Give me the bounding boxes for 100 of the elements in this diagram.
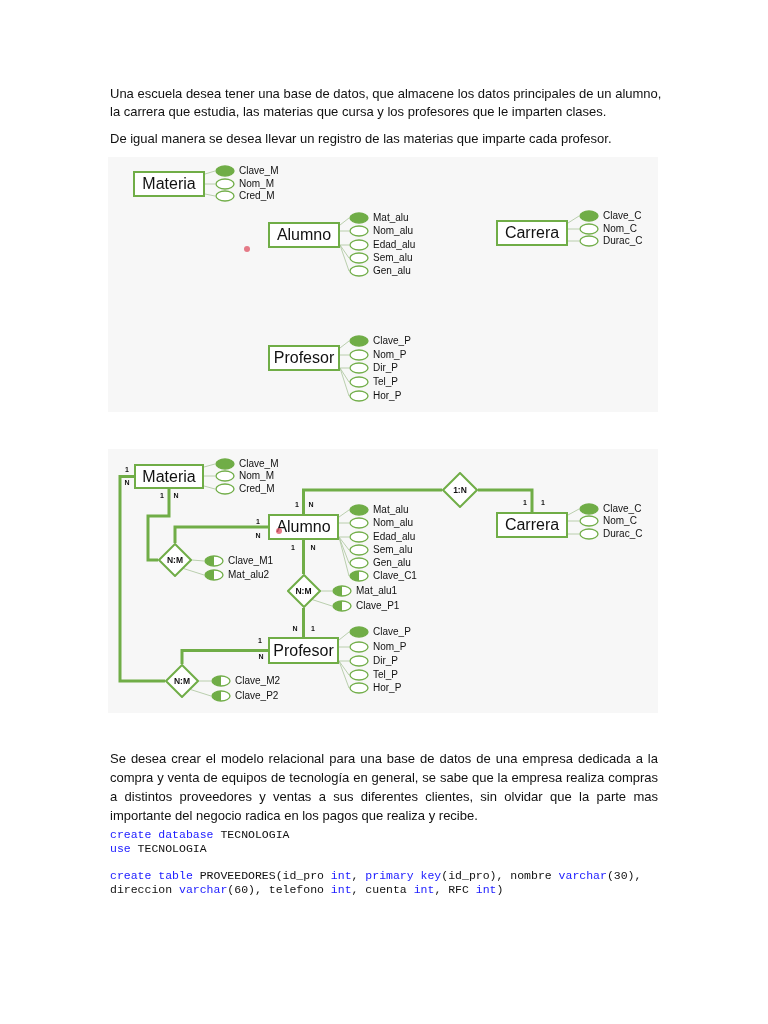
attribute-name: Nom_P — [373, 349, 407, 361]
attribute-name: Hor_P — [373, 682, 402, 694]
paragraph: De igual manera se desea llevar un registro de las materias que imparte cada profesor. — [110, 130, 613, 148]
attribute-line — [203, 485, 216, 490]
attribute-line — [567, 520, 580, 522]
attribute-name: Clave_P — [373, 335, 411, 347]
relationship-line — [478, 488, 534, 512]
attribute-name: Mat_alu — [373, 504, 409, 516]
attribute-name: Mat_alu2 — [228, 569, 270, 581]
entity-box: Materia — [133, 171, 205, 197]
relationship-line — [118, 475, 165, 683]
attribute-line — [338, 660, 350, 689]
attribute-name: Sem_alu — [373, 544, 413, 556]
attribute-line — [339, 217, 350, 226]
attribute-name: Mat_alu — [373, 212, 409, 224]
attribute-name: Dir_P — [373, 655, 398, 667]
attribute-name: Edad_alu — [373, 531, 416, 543]
attribute-line — [339, 367, 350, 369]
code-text: (id_pro), nombre — [441, 869, 552, 883]
attribute-name: Clave_M2 — [235, 675, 281, 687]
attribute-line — [311, 599, 333, 607]
attribute-line — [183, 568, 205, 576]
attribute-name: Nom_M — [239, 178, 274, 190]
code-keyword: varchar — [179, 883, 228, 897]
attribute-line — [567, 215, 580, 224]
entity-box: Alumno — [268, 222, 340, 248]
attribute-name: Clave_C1 — [373, 570, 417, 582]
attribute-name: Hor_P — [373, 390, 402, 402]
code-text: ) — [496, 883, 504, 897]
entity-box: Profesor — [268, 345, 340, 371]
entity-box: Materia — [134, 464, 204, 489]
attribute-line — [338, 536, 350, 538]
entity-box: Carrera — [496, 512, 568, 538]
code-keyword: create table — [110, 869, 193, 883]
relationship-line — [302, 608, 305, 637]
code-keyword: varchar — [558, 869, 607, 883]
attribute-name: Clave_C — [603, 210, 642, 222]
attribute-name: Sem_alu — [373, 252, 413, 264]
attribute-name: Clave_P2 — [235, 690, 279, 702]
relationship-label: N:M — [294, 586, 313, 596]
attribute-line — [567, 508, 580, 516]
attribute-line — [339, 367, 350, 397]
attribute-line — [339, 244, 350, 246]
attribute-line — [339, 230, 350, 232]
attribute-name: Cred_M — [239, 190, 275, 202]
attribute-name: Durac_C — [603, 528, 643, 540]
attribute-name: Nom_C — [603, 223, 637, 235]
code-text: TECNOLOGIA — [137, 842, 207, 856]
attribute-name: Gen_alu — [373, 265, 411, 277]
code-text: , — [351, 869, 359, 883]
attribute-line — [339, 244, 350, 272]
relationship-line — [146, 489, 171, 562]
attribute-name: Clave_C — [603, 503, 642, 515]
attribute-name: Cred_M — [239, 483, 275, 495]
code-keyword: use — [110, 842, 131, 856]
code-text: direccion — [110, 883, 173, 897]
attribute-name: Edad_alu — [373, 239, 416, 251]
attribute-name: Tel_P — [373, 669, 398, 681]
attribute-line — [338, 509, 350, 518]
entity-box: Alumno — [268, 514, 339, 540]
attribute-name: Clave_P — [373, 626, 411, 638]
attribute-line — [567, 240, 580, 242]
attribute-name: Nom_P — [373, 641, 407, 653]
attribute-name: Dir_P — [373, 362, 398, 374]
attribute-line — [339, 367, 350, 383]
attribute-line — [338, 536, 350, 551]
relationship-line — [302, 488, 442, 514]
code-text: (60), telefono — [227, 883, 324, 897]
code-text: , cuenta — [351, 883, 407, 897]
code-keyword: create database — [110, 828, 214, 842]
attribute-name: Gen_alu — [373, 557, 411, 569]
attribute-line — [338, 522, 350, 524]
code-text: PROVEEDORES(id_pro — [199, 869, 324, 883]
entity-box: Carrera — [496, 220, 568, 246]
attribute-line — [338, 646, 350, 648]
attribute-name: Mat_alu1 — [356, 585, 398, 597]
attribute-line — [203, 475, 216, 477]
attribute-name: Nom_alu — [373, 225, 414, 237]
attribute-line — [191, 559, 205, 562]
attribute-name: Clave_M1 — [228, 555, 274, 567]
attribute-line — [204, 170, 216, 175]
relationship-line — [180, 649, 268, 664]
code-text: (30), — [606, 869, 642, 883]
entity-box: Profesor — [268, 637, 339, 664]
attribute-line — [190, 689, 212, 697]
relationship-line — [173, 525, 268, 543]
attribute-name: Nom_alu — [373, 517, 414, 529]
code-keyword: int — [475, 883, 497, 897]
attribute-name: Tel_P — [373, 376, 398, 388]
code-keyword: primary key — [365, 869, 442, 883]
attribute-name: Clave_M — [239, 458, 279, 470]
code-keyword: int — [330, 883, 352, 897]
attribute-name: Nom_M — [239, 470, 274, 482]
attribute-line — [339, 340, 350, 349]
attribute-line — [338, 660, 350, 662]
attribute-line — [338, 660, 350, 676]
attribute-line — [339, 354, 350, 356]
paragraph: Se desea crear el modelo relacional para una base de datos de una empresa dedicada a la compra y venta de equipos de tecnología en general, se sabe que la empresa realiza compras a distintos proveedores y ventas a sus diferentes clientes, sin olvidar que la parte mas importante del negocio radica en los pagos que realiza y recibe. — [110, 750, 658, 825]
attribute-line — [198, 680, 212, 682]
relationship-line — [302, 540, 305, 574]
